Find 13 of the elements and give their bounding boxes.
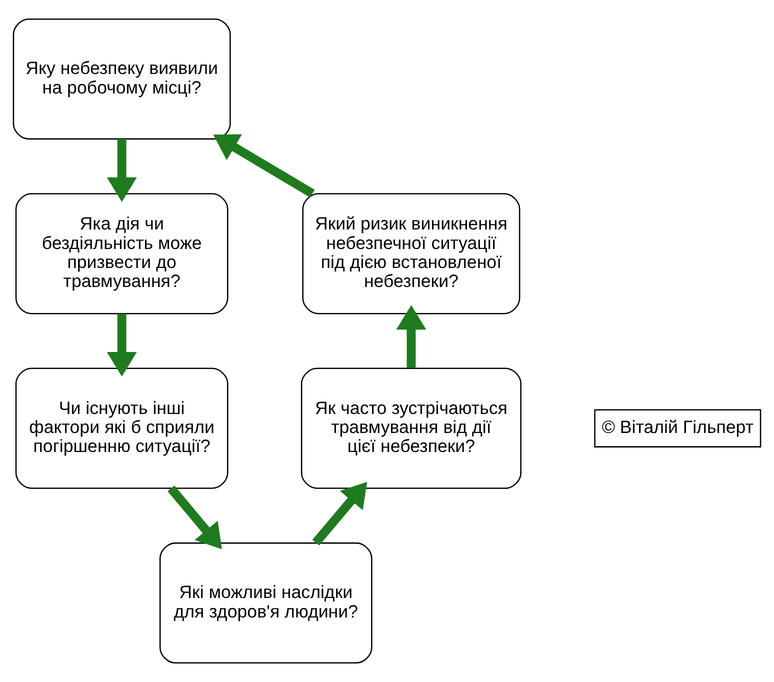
node-box: Як часто зустрічаються травмування від дії цієї небезпеки? — [300, 368, 522, 489]
arrow — [396, 305, 426, 368]
arrow — [213, 134, 315, 198]
arrow — [106, 139, 137, 202]
node-box: Яку небезпеку виявили на робочому місці? — [12, 18, 231, 140]
arrow — [168, 485, 222, 550]
arrow — [106, 314, 137, 377]
node-box: Яка дія чи бездіяльність може призвести до травмування? — [15, 193, 228, 314]
node-box: Які можливі наслідки для здоров'я людини? — [159, 542, 372, 664]
node-box: Який ризик виникнення небезпечної ситуації під дією встановленої небезпеки? — [302, 193, 520, 314]
arrow — [312, 482, 368, 546]
node-box: © Віталій Гільперт — [594, 409, 762, 448]
node-box: Чи існують інші фактори які б сприяли погіршенню ситуації? — [15, 368, 228, 489]
